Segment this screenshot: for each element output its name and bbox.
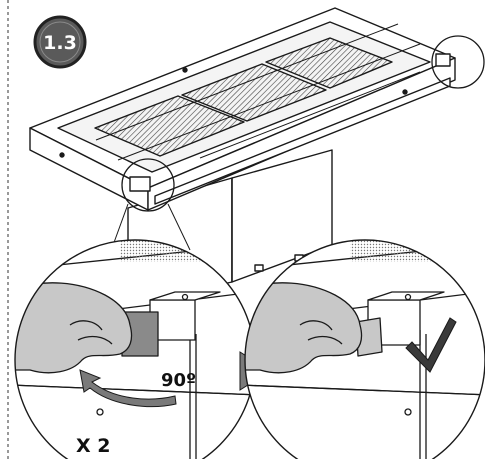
check-mark-icon bbox=[405, 317, 457, 373]
hand bbox=[15, 282, 133, 374]
grease-filters bbox=[94, 37, 393, 157]
step-number: 1.3 bbox=[43, 32, 77, 54]
detail-right bbox=[244, 239, 485, 459]
quantity-label: X 2 bbox=[76, 435, 110, 457]
detail-left: 90º bbox=[14, 239, 256, 459]
hand bbox=[245, 282, 363, 374]
rotation-label: 90º bbox=[161, 370, 196, 391]
zoom-marker-left bbox=[121, 158, 175, 212]
step-badge: 1.3 bbox=[33, 15, 87, 69]
zoom-marker-right bbox=[431, 35, 485, 89]
rotation-arrow bbox=[79, 369, 177, 408]
